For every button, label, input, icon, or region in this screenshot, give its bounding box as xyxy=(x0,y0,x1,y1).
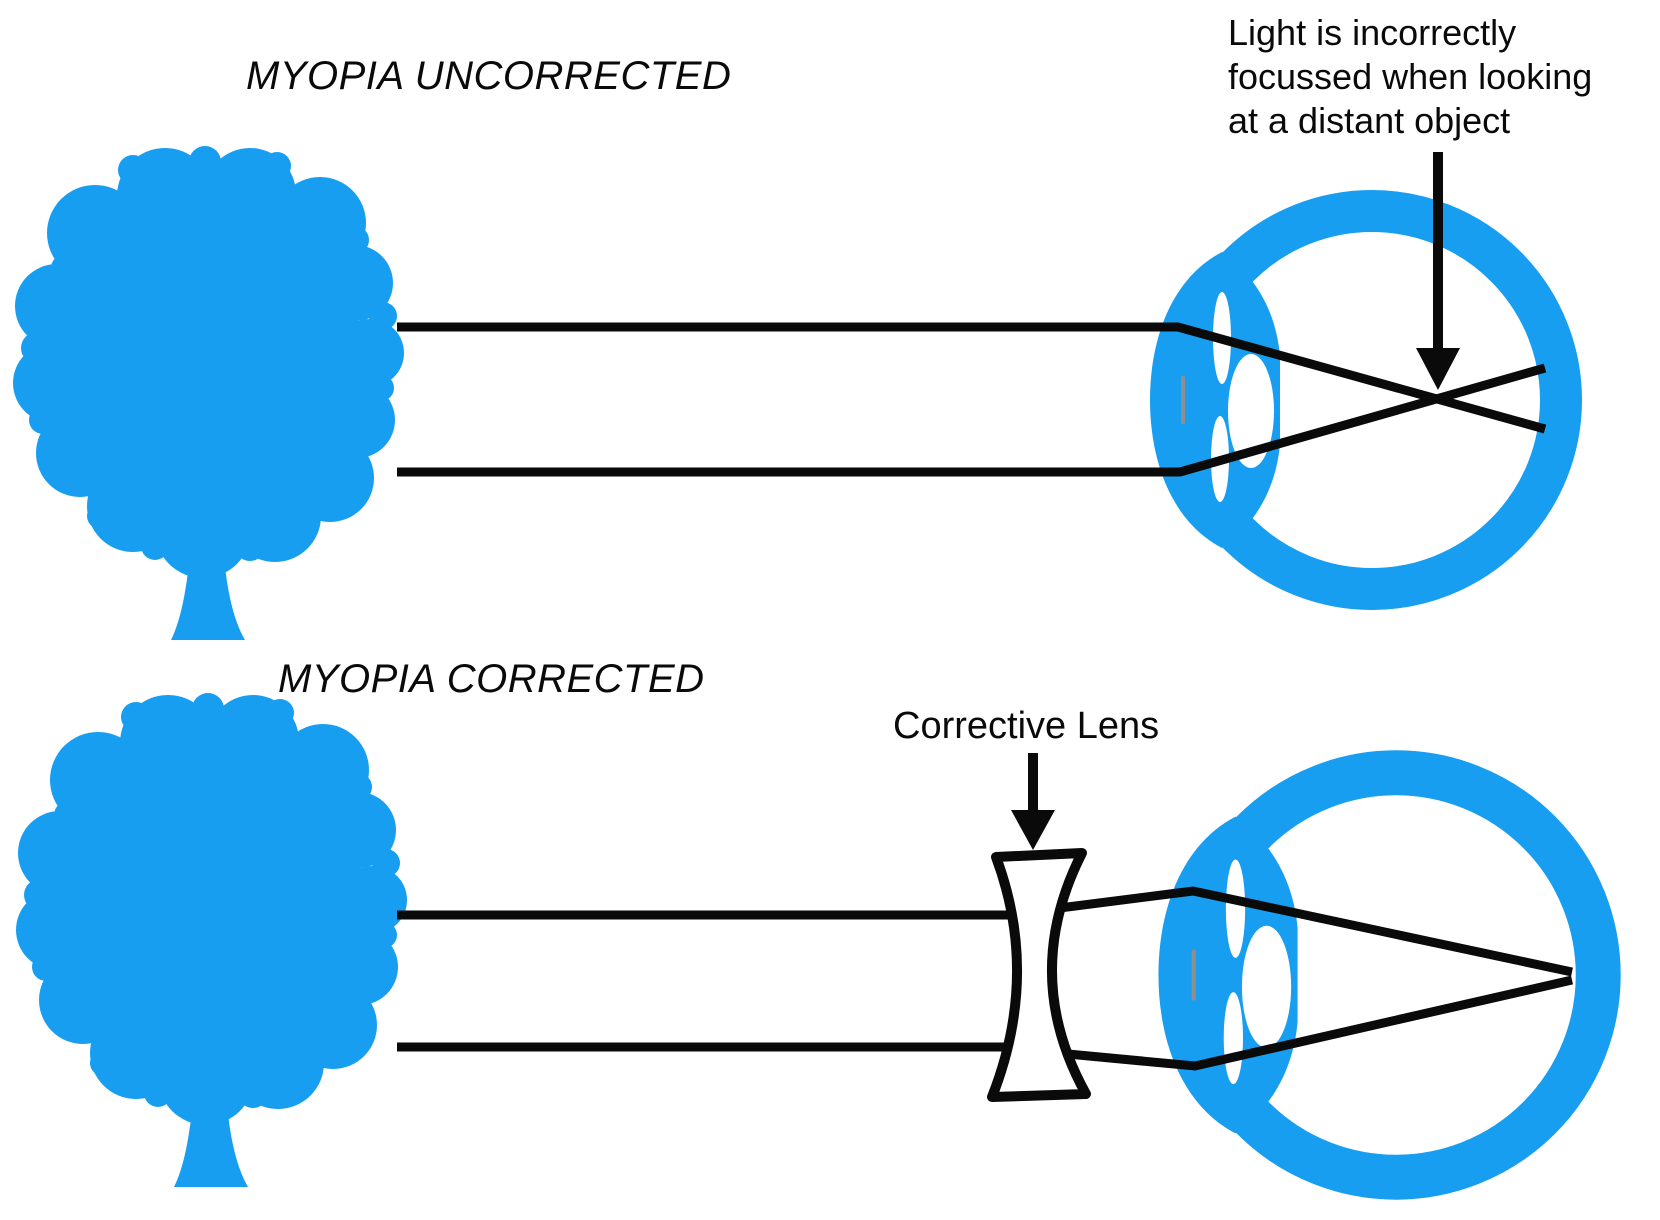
lens-pointer-arrow-icon xyxy=(1011,753,1055,850)
light-ray-bottom xyxy=(397,363,1547,477)
annotation-line: at a distant object xyxy=(1228,100,1511,141)
corrected-title: MYOPIA CORRECTED xyxy=(278,657,705,701)
light-ray-top-refracted xyxy=(1035,886,1573,977)
corrected-panel xyxy=(16,693,1598,1187)
uncorrected-title: MYOPIA UNCORRECTED xyxy=(246,54,732,98)
light-ray-top xyxy=(397,322,1547,434)
tree-silhouette xyxy=(13,146,404,640)
annotation-line: Light is incorrectly xyxy=(1228,12,1517,53)
corrective-lens-label: Corrective Lens xyxy=(893,705,1160,747)
corrective-lens-shape xyxy=(987,848,1091,1102)
uncorrected-annotation: Light is incorrectly focussed when looki… xyxy=(1228,11,1592,143)
focal-point-arrow-icon xyxy=(1416,152,1460,390)
tree-silhouette xyxy=(16,693,407,1187)
eye-diagram xyxy=(1150,211,1561,589)
annotation-line: focussed when looking xyxy=(1228,56,1593,97)
uncorrected-panel xyxy=(13,146,1561,640)
eye-diagram xyxy=(1158,773,1598,1177)
light-ray-bottom-refracted xyxy=(1035,975,1574,1071)
